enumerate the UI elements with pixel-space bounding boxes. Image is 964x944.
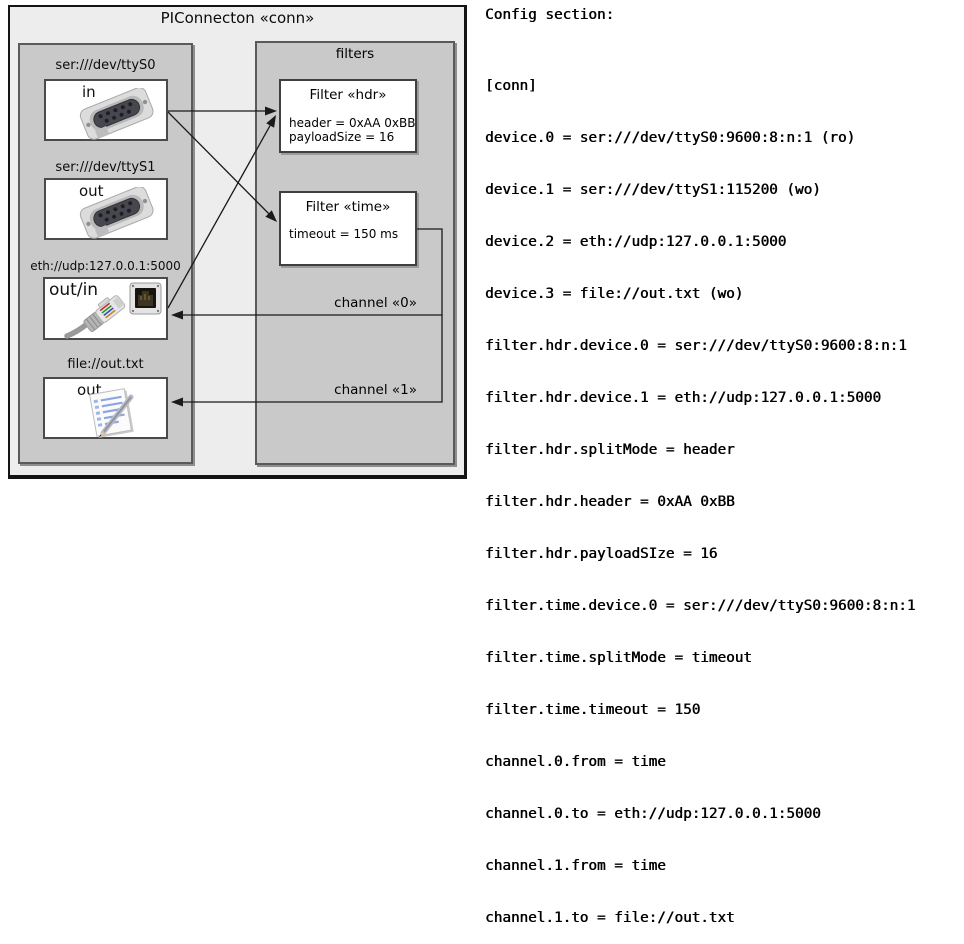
filter-property: timeout = 150 ms (289, 227, 399, 241)
filter-hdr-title: Filter «hdr» (309, 87, 387, 103)
device-box-eth: out/in (43, 277, 168, 340)
ethernet-connector-icon (64, 295, 126, 339)
config-line: [conn] (485, 78, 537, 94)
filter-time-box: Filter «time» timeout = 150 ms (279, 191, 417, 266)
filter-time-title: Filter «time» (305, 199, 391, 215)
device-label-ttys1: ser:///dev/ttyS1 (55, 160, 156, 175)
config-line: filter.hdr.device.1 = eth://udp:127.0.0.… (485, 390, 881, 406)
filters-panel: filters Filter «hdr» header = 0xAA 0xBB … (255, 41, 455, 465)
device-mode: out/in (49, 280, 99, 300)
filter-hdr-properties: header = 0xAA 0xBB payloadSize = 16 (289, 116, 415, 144)
device-mode: in (82, 83, 96, 101)
serial-connector-icon (79, 88, 154, 140)
config-line: filter.time.splitMode = timeout (485, 650, 752, 666)
filter-property: header = 0xAA 0xBB (289, 116, 416, 130)
config-line: channel.0.to = eth://udp:127.0.0.1:5000 (485, 806, 821, 822)
config-line: channel.1.to = file://out.txt (485, 910, 735, 926)
filters-panel-title: filters (335, 46, 375, 62)
config-line: filter.hdr.device.0 = ser:///dev/ttyS0:9… (485, 338, 907, 354)
channel-1-label: channel «1» (334, 382, 417, 398)
device-label-ttys0: ser:///dev/ttyS0 (55, 58, 156, 73)
device-box-ttys1: out (44, 178, 168, 240)
config-line: filter.time.device.0 = ser:///dev/ttyS0:… (485, 598, 916, 614)
device-box-file: out (43, 377, 168, 439)
config-line: filter.hdr.payloadSIze = 16 (485, 546, 718, 562)
device-box-ttys0: in (44, 79, 168, 141)
filter-property: payloadSize = 16 (289, 130, 395, 144)
config-line: filter.hdr.splitMode = header (485, 442, 735, 458)
config-heading: Config section: (485, 7, 615, 23)
config-line: channel.0.from = time (485, 754, 666, 770)
device-mode: out (79, 182, 104, 200)
device-label-file: file://out.txt (67, 357, 144, 372)
serial-connector-icon (79, 187, 154, 239)
diagram-title: PIConnecton «conn» (160, 9, 315, 27)
config-line: filter.hdr.header = 0xAA 0xBB (485, 494, 735, 510)
device-label-eth: eth://udp:127.0.0.1:5000 (30, 259, 181, 273)
config-lines: [conn] device.0 = ser:///dev/ttyS0:9600:… (485, 44, 915, 944)
filter-time-properties: timeout = 150 ms (289, 227, 398, 241)
config-line: device.0 = ser:///dev/ttyS0:9600:8:n:1 (… (485, 130, 856, 146)
channel-0-label: channel «0» (334, 295, 417, 311)
screenshot-root: { "diagram": { "title": "PIConnecton «co… (8, 5, 916, 926)
ethernet-port-icon (129, 282, 162, 315)
notepad-icon (89, 388, 134, 438)
config-line: channel.1.from = time (485, 858, 666, 874)
config-line: filter.time.timeout = 150 (485, 702, 701, 718)
devices-panel: ser:///dev/ttyS0 in ser:///dev/ttyS1 out (18, 43, 193, 464)
config-line: device.2 = eth://udp:127.0.0.1:5000 (485, 234, 787, 250)
config-line: device.3 = file://out.txt (wo) (485, 286, 744, 302)
filter-hdr-box: Filter «hdr» header = 0xAA 0xBB payloadS… (279, 79, 417, 153)
config-line: device.1 = ser:///dev/ttyS1:115200 (wo) (485, 182, 821, 198)
